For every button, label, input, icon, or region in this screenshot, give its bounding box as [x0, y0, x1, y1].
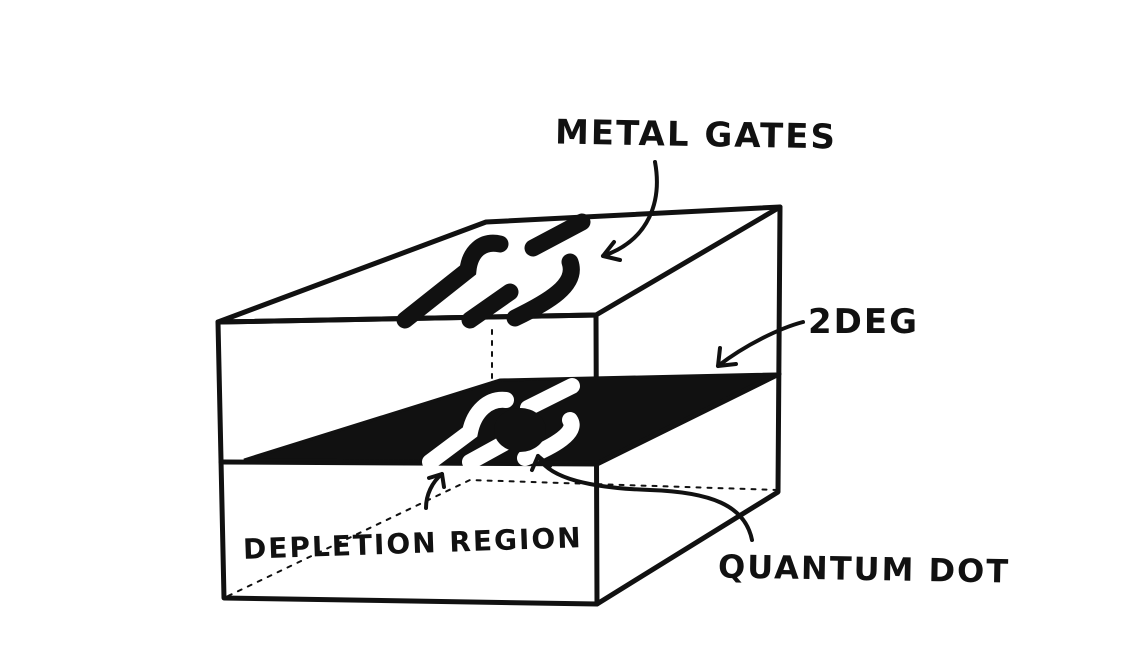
- quantum-dot-arrow: [536, 454, 754, 542]
- quantum-dot-arrowhead: [530, 454, 552, 472]
- metal-gates-arrow: [601, 160, 659, 258]
- metal-gates-label: METAL GATES: [554, 112, 838, 158]
- 2deg-arrow: [716, 320, 805, 368]
- hidden-edge-bottom: [227, 478, 779, 597]
- depletion-arrowhead: [427, 472, 446, 489]
- depletion-gates: [422, 378, 580, 470]
- metal-gates-arrowhead: [601, 240, 622, 262]
- quantum-dot-region: [494, 408, 546, 452]
- 2deg-label: 2DEG: [808, 302, 920, 342]
- metal-gates: [396, 213, 591, 329]
- block-right-face: [594, 204, 783, 607]
- 2deg-arrowhead: [716, 346, 738, 368]
- quantum-dot-label: QUANTUM DOT: [717, 547, 1011, 591]
